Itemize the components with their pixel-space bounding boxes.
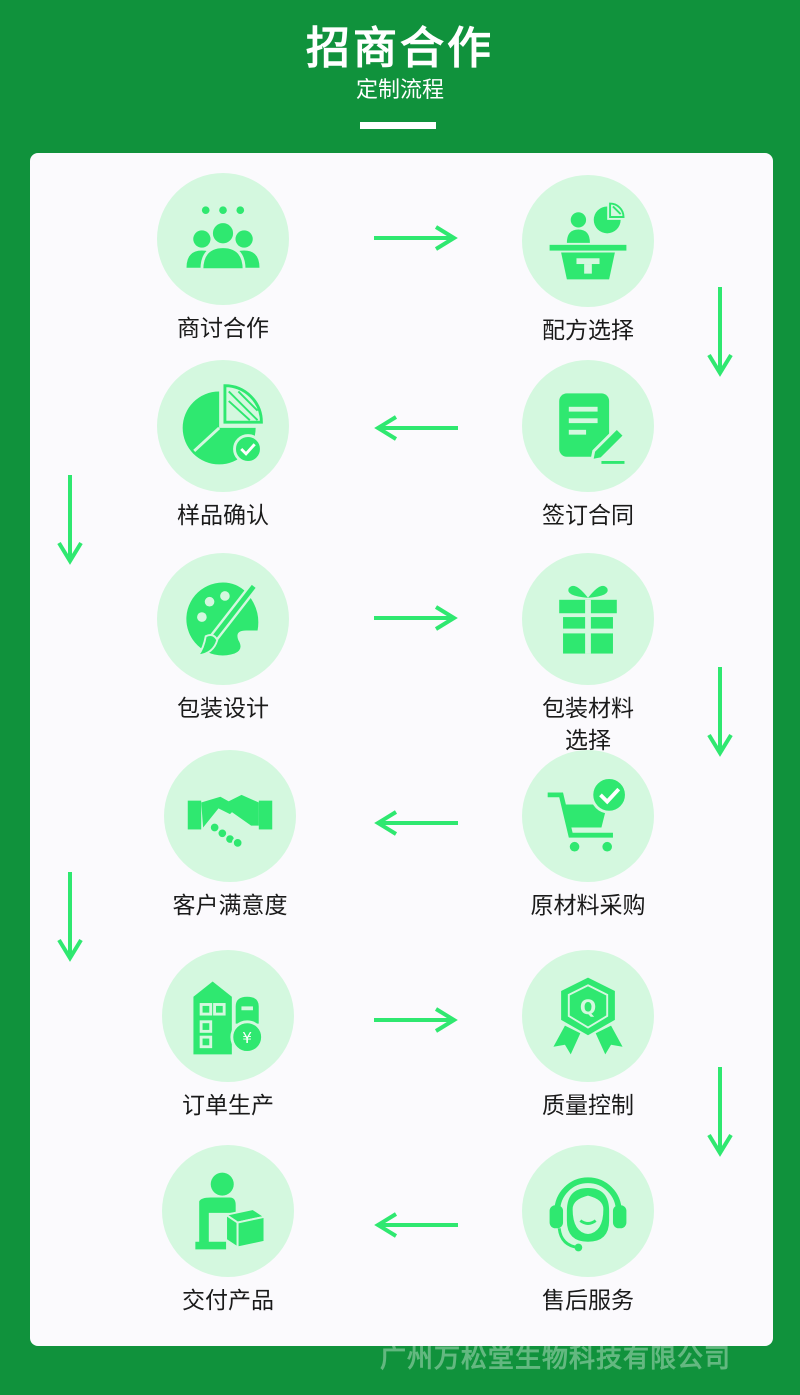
svg-text:¥: ¥ — [242, 1029, 252, 1047]
arrow-down-icon — [57, 475, 83, 565]
arrow-right-icon — [374, 225, 458, 251]
arrow-down-icon — [707, 287, 733, 377]
step-label: 订单生产 — [182, 1093, 274, 1119]
step-label: 售后服务 — [542, 1288, 634, 1314]
step-circle — [522, 553, 654, 685]
handshake-icon — [187, 794, 273, 849]
step-circle — [522, 750, 654, 882]
step-label: 原材料采购 — [530, 893, 646, 919]
arrow-right-icon — [374, 1007, 458, 1033]
step-circle — [164, 750, 296, 882]
step-label: 签订合同 — [542, 503, 634, 529]
delivery-package-icon — [195, 1172, 267, 1250]
arrow-right-icon — [374, 605, 458, 631]
process-card: 商讨合作 配方选择 — [30, 153, 773, 1346]
step-circle — [522, 360, 654, 492]
palette-brush-icon — [186, 582, 259, 657]
step-circle — [522, 175, 654, 307]
step-circle: ¥ — [162, 950, 294, 1082]
step-delivery: 交付产品 — [118, 1145, 338, 1317]
step-label: 客户满意度 — [172, 893, 288, 919]
step-formula: 配方选择 — [478, 175, 698, 347]
page-subtitle: 定制流程 — [355, 78, 444, 103]
title-underline — [360, 122, 436, 129]
arrow-left-icon — [374, 415, 458, 441]
step-negotiate: 商讨合作 — [113, 173, 333, 345]
step-circle: Q — [522, 950, 654, 1082]
step-label: 配方选择 — [542, 318, 634, 344]
shopping-cart-check-icon — [547, 776, 628, 852]
step-label: 质量控制 — [542, 1093, 634, 1119]
quality-badge-icon: Q — [553, 977, 623, 1055]
step-circle — [162, 1145, 294, 1277]
step-sample-confirm: 样品确认 — [113, 360, 333, 532]
presentation-podium-icon — [549, 202, 627, 280]
step-after-sales: 售后服务 — [478, 1145, 698, 1317]
step-label: 样品确认 — [177, 503, 269, 529]
factory-yen-icon: ¥ — [193, 981, 264, 1055]
step-circle — [157, 553, 289, 685]
arrow-left-icon — [374, 810, 458, 836]
step-label: 包装设计 — [177, 696, 269, 722]
step-label: 商讨合作 — [177, 316, 269, 342]
svg-text:Q: Q — [580, 996, 596, 1019]
pie-chart-check-icon — [182, 384, 263, 465]
step-circle — [157, 173, 289, 305]
step-label: 包装材料 选择 — [542, 696, 634, 754]
step-quality-control: Q 质量控制 — [478, 950, 698, 1122]
step-customer-satisfaction: 客户满意度 — [120, 750, 340, 922]
page-title: 招商合作 — [306, 23, 494, 74]
step-label: 交付产品 — [182, 1288, 274, 1314]
step-raw-material: 原材料采购 — [478, 750, 698, 922]
step-sign-contract: 签订合同 — [478, 360, 698, 532]
step-package-design: 包装设计 — [113, 553, 333, 725]
arrow-down-icon — [57, 872, 83, 962]
step-circle — [522, 1145, 654, 1277]
step-circle — [157, 360, 289, 492]
group-meeting-icon — [186, 206, 260, 272]
arrow-down-icon — [707, 1067, 733, 1157]
company-watermark: 广州万松堂生物科技有限公司 — [380, 1344, 732, 1374]
customer-service-headset-icon — [549, 1177, 627, 1252]
arrow-down-icon — [707, 667, 733, 757]
step-order-production: ¥ 订单生产 — [118, 950, 338, 1122]
contract-sign-icon — [559, 393, 627, 464]
step-package-material: 包装材料 选择 — [478, 553, 698, 757]
gift-box-icon — [559, 585, 617, 654]
arrow-left-icon — [374, 1212, 458, 1238]
